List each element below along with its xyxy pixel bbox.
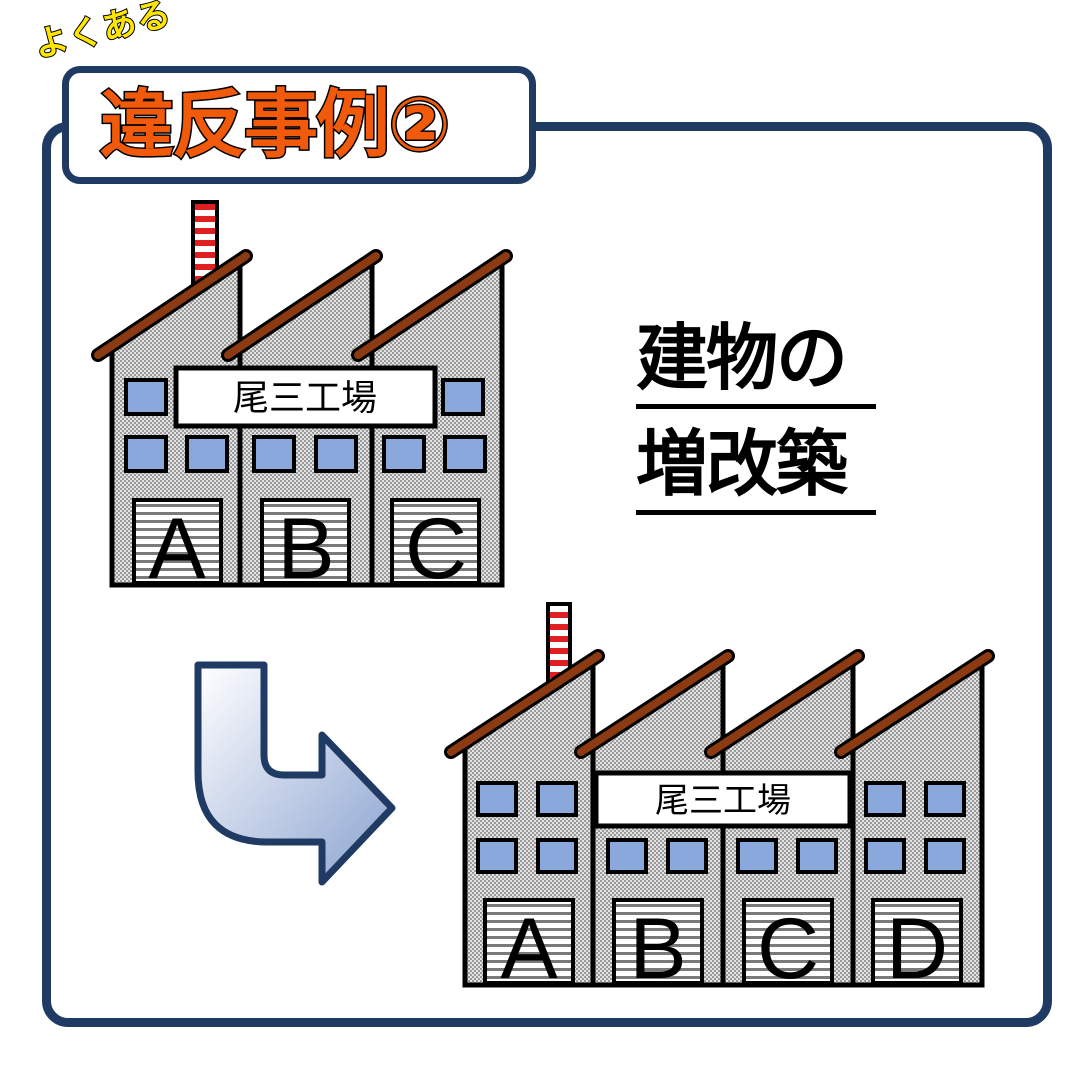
bay-door <box>132 498 223 585</box>
bay-label: A <box>500 901 558 997</box>
factory-before: 尾三工場 A B C <box>91 200 513 597</box>
caption-line-2: 増改築 <box>636 428 876 515</box>
bay-label: D <box>886 901 948 997</box>
bay-door <box>260 498 351 585</box>
bay-label: C <box>405 501 467 597</box>
caption-line-1: 建物の <box>636 322 876 409</box>
bay-label: B <box>277 501 334 597</box>
bay-label: A <box>148 501 206 597</box>
factory-sign-text: 尾三工場 <box>233 378 377 419</box>
page-title: 違反事例② <box>99 82 453 168</box>
factory-sign-text: 尾三工場 <box>655 781 791 821</box>
factory-after: 尾三工場 A B C D <box>444 602 995 997</box>
transition-arrow <box>194 661 396 886</box>
bay-door <box>390 498 481 585</box>
bay-door <box>612 898 704 985</box>
bay-label: C <box>757 901 819 997</box>
factory-sign <box>593 770 853 829</box>
bay-door <box>483 898 575 985</box>
bay-label: B <box>629 901 686 997</box>
bay-door <box>742 898 834 985</box>
bay-door <box>871 898 963 985</box>
factory-sign <box>173 365 438 429</box>
title-tab <box>62 66 536 184</box>
